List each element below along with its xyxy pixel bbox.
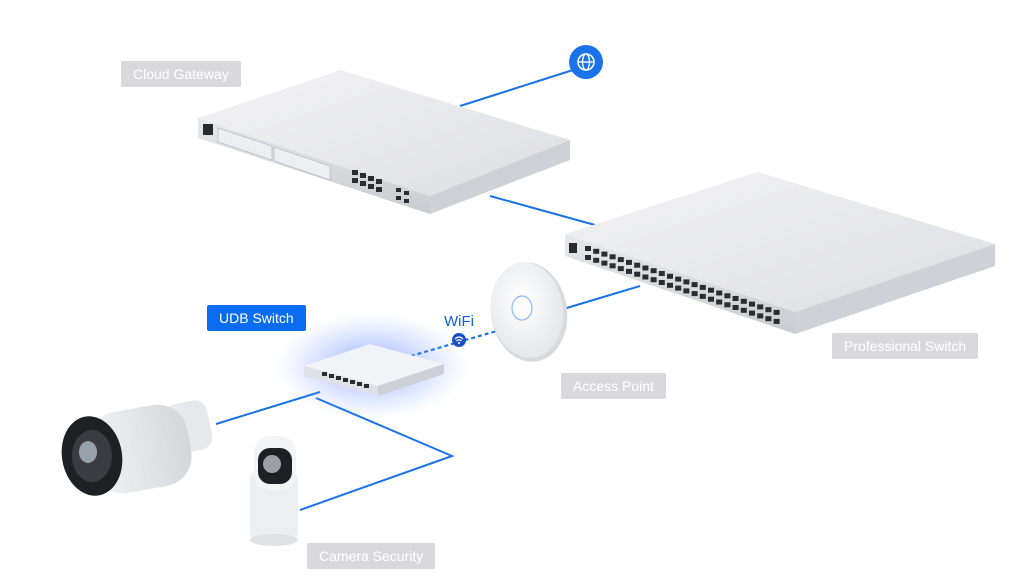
switch-port <box>658 271 665 276</box>
switch-port <box>650 268 657 274</box>
switch-port <box>617 257 624 263</box>
switch-port <box>765 307 772 313</box>
switch-port <box>683 279 690 285</box>
switch-port <box>757 313 764 319</box>
switch-port <box>691 291 698 297</box>
udb-switch-device[interactable] <box>274 312 470 420</box>
switch-port <box>650 277 657 283</box>
bullet-camera-device[interactable] <box>56 398 215 501</box>
switch-port <box>757 304 764 310</box>
switch-port <box>667 282 673 288</box>
switch-port <box>675 285 682 291</box>
switch-port <box>691 282 698 288</box>
switch-port <box>601 260 608 266</box>
switch-port <box>667 273 673 279</box>
link-switch-accesspoint <box>559 285 641 311</box>
dome-camera-device[interactable] <box>250 436 298 546</box>
switch-port <box>699 284 706 290</box>
switch-port <box>749 301 755 307</box>
udb-switch-label: UDB Switch <box>207 305 306 331</box>
switch-port <box>773 309 780 315</box>
access-point-label: Access Point <box>561 373 666 399</box>
camera-security-label: Camera Security <box>307 543 436 569</box>
switch-port <box>740 307 747 313</box>
switch-port <box>716 299 723 305</box>
switch-port <box>724 302 731 308</box>
switch-port <box>724 293 731 299</box>
switch-port <box>626 259 632 265</box>
globe-icon[interactable] <box>569 45 603 79</box>
switch-port <box>642 265 649 271</box>
professional-switch-label: Professional Switch <box>832 333 979 359</box>
switch-port <box>593 257 600 263</box>
link-gateway-internet <box>459 69 574 107</box>
switch-port <box>626 268 632 274</box>
switch-port <box>699 293 706 299</box>
switch-port <box>732 296 739 301</box>
switch-port <box>658 280 665 285</box>
switch-port <box>683 288 690 294</box>
cloud-gateway-label: Cloud Gateway <box>121 61 241 87</box>
switch-port <box>716 290 723 296</box>
switch-port <box>749 310 755 316</box>
switch-port <box>642 274 649 280</box>
cloud-gateway-device[interactable] <box>198 70 570 214</box>
switch-port <box>609 254 616 260</box>
switch-port <box>585 255 591 260</box>
switch-port <box>609 263 616 269</box>
access-point-device[interactable] <box>484 257 573 367</box>
switch-port <box>740 298 747 304</box>
switch-port <box>593 248 600 254</box>
switch-port <box>634 271 641 277</box>
professional-switch-device[interactable] <box>565 172 995 334</box>
link-gateway-switch <box>489 195 596 226</box>
switch-port <box>708 287 714 293</box>
switch-port <box>617 266 624 272</box>
wifi-label: WiFi <box>444 313 474 330</box>
switch-port <box>732 305 739 310</box>
switch-port <box>634 262 641 268</box>
switch-port <box>773 318 780 324</box>
switch-port-array <box>585 246 780 324</box>
switch-port <box>585 246 591 251</box>
switch-port <box>765 316 772 322</box>
switch-port <box>601 251 608 257</box>
switch-port <box>675 276 682 282</box>
switch-port <box>708 296 714 302</box>
